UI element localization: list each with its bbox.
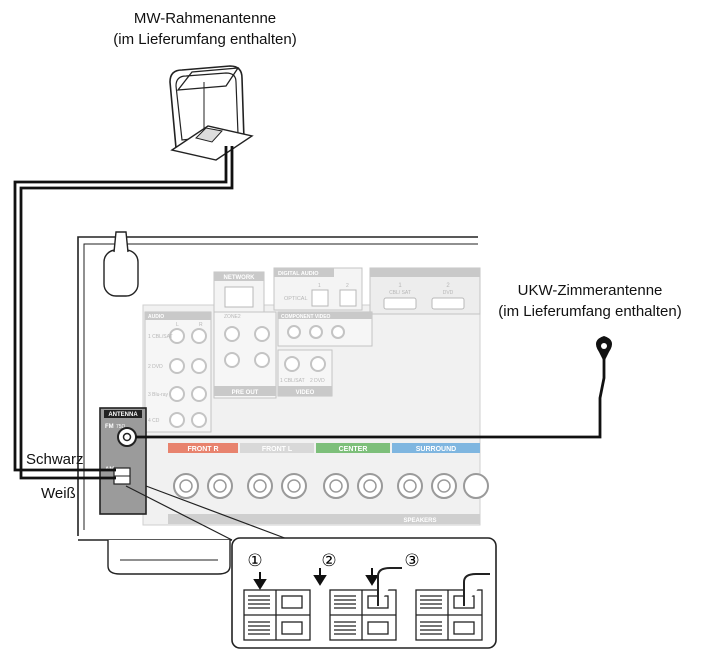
video-1-label: 1 CBL/SAT bbox=[280, 378, 305, 384]
surround-label: SURROUND bbox=[416, 446, 456, 453]
inset-steps: ① ② ③ bbox=[232, 538, 496, 648]
step-1-number: ① bbox=[247, 551, 262, 571]
am-loop-antenna bbox=[170, 66, 252, 160]
zone2-label: ZONE2 bbox=[224, 314, 241, 320]
hdmi-2-name: DVD bbox=[443, 290, 454, 296]
audio-r-label: R bbox=[199, 322, 203, 328]
center-label: CENTER bbox=[339, 446, 368, 453]
video-label: VIDEO bbox=[296, 390, 315, 396]
audio-label: AUDIO bbox=[148, 314, 164, 320]
front-l-label: FRONT L bbox=[262, 446, 293, 453]
audio-in-1: 1 CBL/SAT bbox=[148, 334, 173, 340]
network-label: NETWORK bbox=[224, 275, 256, 281]
antenna-label: ANTENNA bbox=[108, 412, 138, 418]
rear-panel: NETWORK DIGITAL AUDIO OPTICAL 1 2 1 CBL/… bbox=[143, 268, 488, 525]
speakers-label: SPEAKERS bbox=[403, 518, 436, 524]
optical-1-label: 1 bbox=[318, 283, 321, 289]
audio-in-2: 2 DVD bbox=[148, 364, 163, 370]
fm-label: FM bbox=[105, 424, 114, 430]
antenna-terminal-block: ANTENNA FM 75Ω AM bbox=[100, 408, 146, 514]
digital-audio-label: DIGITAL AUDIO bbox=[278, 271, 319, 277]
fm-antenna-plug bbox=[596, 336, 612, 362]
step-2-number: ② bbox=[321, 551, 336, 571]
video-2-label: 2 DVD bbox=[310, 378, 325, 384]
optical-2-label: 2 bbox=[346, 283, 349, 289]
pre-out-label: PRE OUT bbox=[232, 390, 259, 396]
audio-l-label: L bbox=[176, 322, 179, 328]
front-r-label: FRONT R bbox=[187, 446, 218, 453]
optical-label: OPTICAL bbox=[284, 296, 308, 302]
audio-in-4: 4 CD bbox=[148, 418, 160, 424]
wireless-antenna bbox=[104, 232, 138, 296]
hdmi-1-name: CBL/ SAT bbox=[389, 290, 411, 296]
audio-in-3: 3 Blu-ray bbox=[148, 392, 169, 398]
step-3-number: ③ bbox=[404, 551, 419, 571]
component-video-label: COMPONENT VIDEO bbox=[281, 314, 331, 320]
